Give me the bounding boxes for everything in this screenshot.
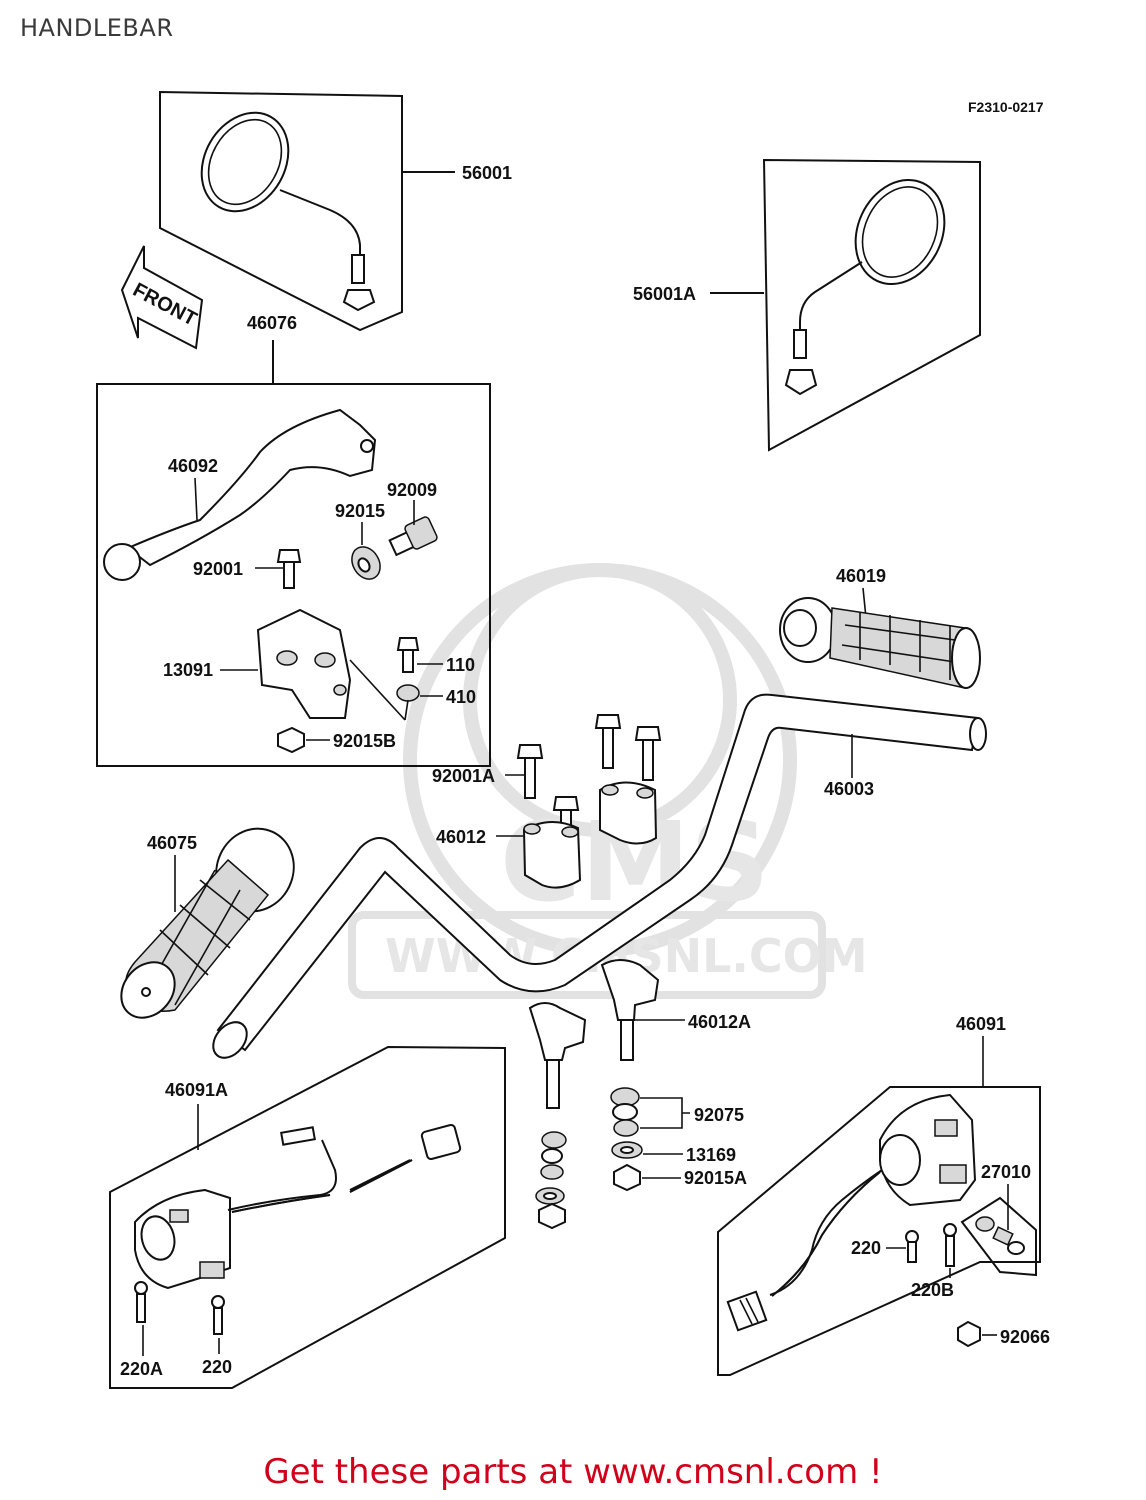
upper-clamp-part xyxy=(522,781,658,889)
switch-left-part xyxy=(134,1123,462,1290)
label-220-right: 220 xyxy=(851,1238,881,1258)
switch-right-screws xyxy=(905,1223,957,1267)
label-92001A: 92001A xyxy=(432,766,495,786)
label-56001A: 56001A xyxy=(633,284,696,304)
page-title: HANDLEBAR xyxy=(20,14,174,42)
mirror-left xyxy=(159,90,455,332)
label-110: 110 xyxy=(446,655,475,675)
label-92066: 92066 xyxy=(1000,1327,1050,1347)
damper-part xyxy=(540,1087,640,1180)
label-46075: 46075 xyxy=(147,833,197,853)
lower-clamp-part xyxy=(528,959,660,1109)
label-56001: 56001 xyxy=(462,163,512,183)
handlebar-part xyxy=(212,693,987,1059)
label-92001: 92001 xyxy=(193,559,243,579)
switch-part-27010 xyxy=(960,1196,1037,1277)
label-13169: 13169 xyxy=(686,1145,736,1165)
label-46003: 46003 xyxy=(824,779,874,799)
switch-right-part xyxy=(726,1093,977,1332)
label-13091: 13091 xyxy=(163,660,213,680)
label-46019: 46019 xyxy=(836,566,886,586)
label-46076: 46076 xyxy=(247,313,297,333)
figure-code: F2310-0217 xyxy=(968,99,1044,115)
label-92009: 92009 xyxy=(387,480,437,500)
label-46091A: 46091A xyxy=(165,1080,228,1100)
lever-part xyxy=(103,408,377,581)
footer-link[interactable]: Get these parts at www.cmsnl.com ! xyxy=(263,1452,883,1492)
label-92015A: 92015A xyxy=(684,1168,747,1188)
adjuster-part xyxy=(388,516,438,557)
grip-left-part xyxy=(120,827,295,1019)
front-arrow-icon: FRONT xyxy=(120,245,204,350)
label-220-left: 220 xyxy=(202,1357,232,1377)
mirror-right xyxy=(710,158,981,452)
pivot-bolt-part xyxy=(276,549,302,589)
label-46012: 46012 xyxy=(436,827,486,847)
pivot-nut-part xyxy=(277,726,305,754)
lever-assembly-panel xyxy=(96,383,491,767)
adjuster-nut-part xyxy=(351,546,381,580)
holder-bolt-part xyxy=(396,637,420,702)
label-46092: 46092 xyxy=(168,456,218,476)
grip-right-part xyxy=(779,597,981,689)
switch-nut-part xyxy=(957,1320,981,1348)
label-410: 410 xyxy=(446,687,476,707)
label-220A: 220A xyxy=(120,1359,163,1379)
label-46012A: 46012A xyxy=(688,1012,751,1032)
parts-diagram: CMS WWW.CMSNL.COM F2310-0217 56001 56001… xyxy=(96,90,1050,1389)
label-46091: 46091 xyxy=(956,1014,1006,1034)
switch-right-panel xyxy=(717,1086,1041,1376)
switch-left-screws xyxy=(134,1281,225,1335)
label-92015B: 92015B xyxy=(333,731,396,751)
label-27010: 27010 xyxy=(981,1162,1031,1182)
label-220B: 220B xyxy=(911,1280,954,1300)
label-92075: 92075 xyxy=(694,1105,744,1125)
switch-left-panel xyxy=(109,1045,506,1389)
lever-holder-part xyxy=(256,608,352,719)
clamp-nut-part xyxy=(538,1163,641,1230)
label-92015: 92015 xyxy=(335,501,385,521)
